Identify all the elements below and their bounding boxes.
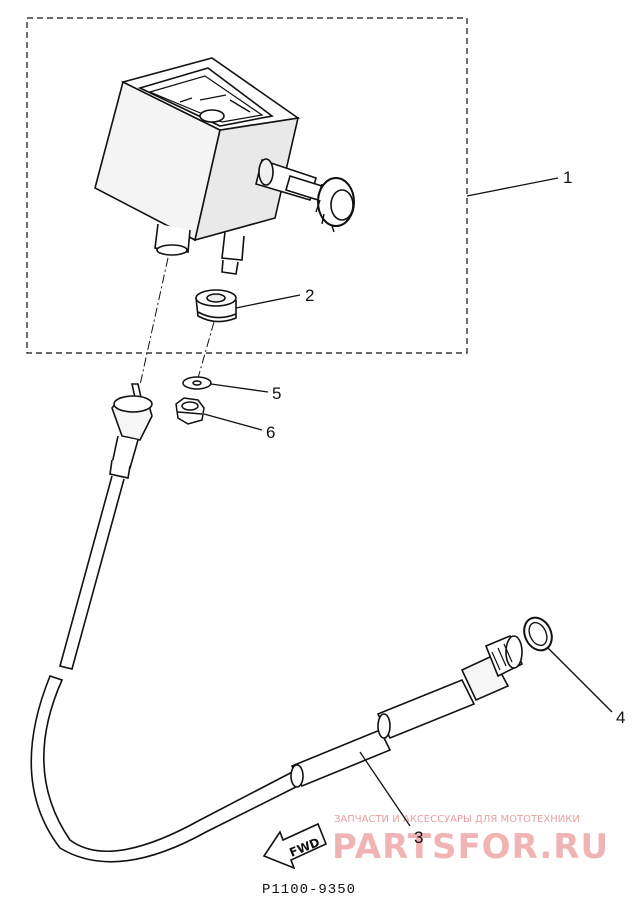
watermark: ЗАПЧАСТИ И АКСЕССУАРЫ ДЛЯ МОТОТЕХНИКИ PA… — [332, 814, 609, 867]
o-ring — [523, 616, 553, 652]
callout-6: 6 — [266, 423, 275, 442]
callout-1: 1 — [563, 168, 572, 187]
speedometer-assembly — [94, 57, 355, 275]
callout-5: 5 — [272, 384, 281, 403]
callout-2: 2 — [305, 286, 314, 305]
callout-labels: 1 2 3 4 5 6 — [266, 168, 625, 847]
callout-4: 4 — [616, 708, 625, 727]
speedometer-cable — [30, 383, 524, 863]
watermark-brand: PARTSFOR.RU — [332, 827, 609, 867]
callout-3: 3 — [414, 828, 423, 847]
assembly-boundary — [26, 17, 468, 354]
fwd-arrow: FWD — [262, 822, 328, 870]
diagram-reference: P1100-9350 — [262, 882, 356, 898]
leader-lines — [203, 177, 613, 827]
grommet — [195, 289, 237, 323]
nut — [175, 397, 205, 425]
washer — [182, 376, 212, 390]
alignment-lines — [139, 257, 215, 386]
watermark-tagline: ЗАПЧАСТИ И АКСЕССУАРЫ ДЛЯ МОТОТЕХНИКИ — [334, 814, 580, 825]
